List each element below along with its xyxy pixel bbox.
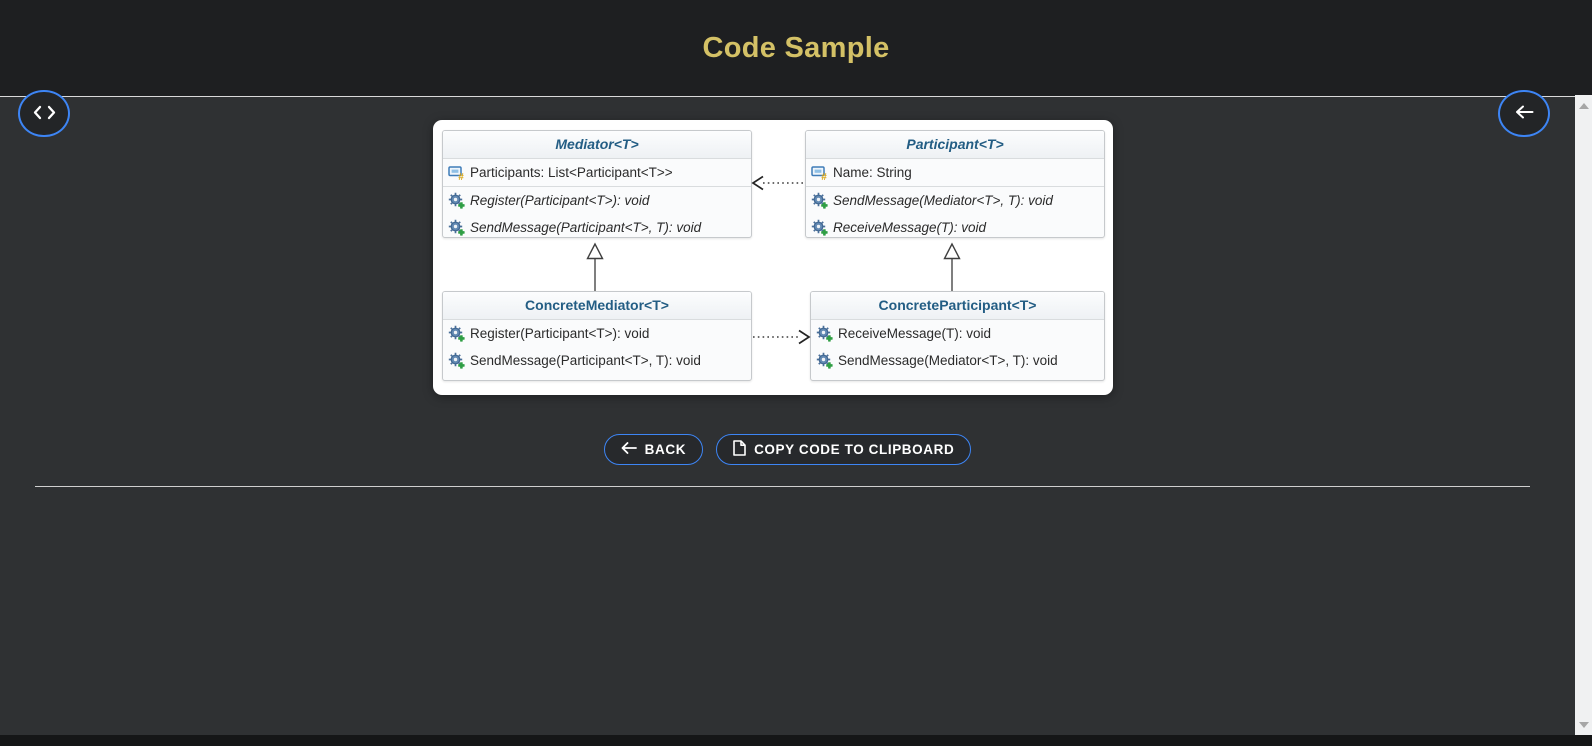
uml-attribute-row: Participants: List<Participant<T>> bbox=[443, 159, 751, 186]
uml-method-row: Register(Participant<T>): void bbox=[443, 187, 751, 214]
uml-class-title: Participant<T> bbox=[806, 131, 1104, 158]
field-icon bbox=[811, 164, 828, 181]
method-text: SendMessage(Participant<T>, T): void bbox=[470, 353, 701, 368]
code-toggle-button[interactable] bbox=[18, 90, 70, 137]
copy-code-button[interactable]: COPY CODE TO CLIPBOARD bbox=[716, 434, 972, 465]
back-button-label: BACK bbox=[644, 442, 687, 457]
diagram-panel: Mediator<T> Participants: List<Participa… bbox=[433, 120, 1113, 395]
code-icon bbox=[33, 105, 56, 123]
method-text: Register(Participant<T>): void bbox=[470, 193, 650, 208]
method-icon bbox=[448, 325, 465, 342]
uml-method-row: SendMessage(Mediator<T>, T): void bbox=[811, 347, 1104, 374]
method-text: ReceiveMessage(T): void bbox=[838, 326, 992, 341]
method-text: SendMessage(Mediator<T>, T): void bbox=[838, 353, 1058, 368]
back-fab-button[interactable] bbox=[1498, 90, 1550, 137]
uml-method-row: ReceiveMessage(T): void bbox=[811, 320, 1104, 347]
header-bar: Code Sample bbox=[0, 0, 1592, 97]
uml-method-row: Register(Participant<T>): void bbox=[443, 320, 751, 347]
method-icon bbox=[448, 192, 465, 209]
method-icon bbox=[816, 352, 833, 369]
uml-class-participant: Participant<T> Name: String SendMessage(… bbox=[805, 130, 1105, 238]
uml-method-row: ReceiveMessage(T): void bbox=[806, 214, 1104, 238]
method-text: SendMessage(Participant<T>, T): void bbox=[470, 220, 702, 235]
method-icon bbox=[811, 219, 828, 236]
uml-class-mediator: Mediator<T> Participants: List<Participa… bbox=[442, 130, 752, 238]
uml-method-row: SendMessage(Mediator<T>, T): void bbox=[806, 187, 1104, 214]
uml-class-concrete-participant: ConcreteParticipant<T> ReceiveMessage(T)… bbox=[810, 291, 1105, 381]
page-title: Code Sample bbox=[702, 31, 890, 64]
field-icon bbox=[448, 164, 465, 181]
actions-bar: BACK COPY CODE TO CLIPBOARD bbox=[0, 434, 1575, 465]
method-text: Register(Participant<T>): void bbox=[470, 326, 650, 341]
back-arrow-icon bbox=[621, 442, 637, 457]
uml-method-row: SendMessage(Participant<T>, T): void bbox=[443, 214, 751, 238]
section-divider bbox=[35, 486, 1530, 487]
scrollbar-down-arrow[interactable] bbox=[1575, 716, 1592, 733]
uml-class-title: Mediator<T> bbox=[443, 131, 751, 158]
vertical-scrollbar[interactable] bbox=[1575, 95, 1592, 735]
method-icon bbox=[448, 352, 465, 369]
uml-attribute-row: Name: String bbox=[806, 159, 1104, 186]
uml-method-row: SendMessage(Participant<T>, T): void bbox=[443, 347, 751, 374]
attribute-text: Name: String bbox=[833, 165, 912, 180]
method-text: SendMessage(Mediator<T>, T): void bbox=[833, 193, 1053, 208]
copy-file-icon bbox=[733, 440, 746, 459]
bottom-strip bbox=[0, 735, 1592, 746]
method-text: ReceiveMessage(T): void bbox=[833, 220, 987, 235]
attribute-text: Participants: List<Participant<T>> bbox=[470, 165, 673, 180]
method-icon bbox=[816, 325, 833, 342]
arrow-left-icon bbox=[1515, 105, 1534, 122]
back-button[interactable]: BACK bbox=[603, 434, 704, 465]
scrollbar-up-arrow[interactable] bbox=[1575, 97, 1592, 114]
uml-class-concrete-mediator: ConcreteMediator<T> Register(Participant… bbox=[442, 291, 752, 381]
uml-class-title: ConcreteParticipant<T> bbox=[811, 292, 1104, 319]
uml-class-title: ConcreteMediator<T> bbox=[443, 292, 751, 319]
method-icon bbox=[448, 219, 465, 236]
method-icon bbox=[811, 192, 828, 209]
copy-code-button-label: COPY CODE TO CLIPBOARD bbox=[754, 442, 955, 457]
